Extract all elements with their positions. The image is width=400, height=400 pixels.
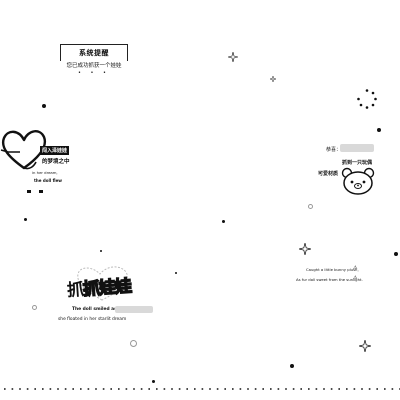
big-title: 抓抓娃娃 <box>66 272 132 301</box>
notice-title: 系统提醒 <box>76 48 112 58</box>
loading-dots-icon <box>357 89 377 109</box>
decor-dot <box>24 218 27 221</box>
sparkle-icon <box>228 52 238 62</box>
recipient-placeholder <box>340 144 374 152</box>
decor-dot <box>308 204 313 209</box>
left-tag-1: 闯入泽娃娃 <box>40 146 70 155</box>
cute-text: 可爱材质 <box>318 171 339 177</box>
heart-doodle-icon <box>0 130 47 170</box>
notice-frame <box>60 44 128 61</box>
recipient-label: 恭喜： <box>326 147 342 153</box>
big-title-first: 抓 <box>66 279 84 301</box>
big-title-rest: 抓娃娃 <box>82 276 133 301</box>
title-caption-1: The doll smiled as <box>72 307 117 312</box>
decor-dot <box>222 220 225 223</box>
title-caption-placeholder <box>115 306 153 313</box>
sparkle-icon <box>270 76 276 82</box>
left-line-2: the doll flew <box>34 178 62 183</box>
decor-dot <box>42 104 46 108</box>
right-note-1: Caught a little bunny plush, <box>306 267 359 272</box>
decor-dot <box>377 128 381 132</box>
decor-dot <box>175 272 177 274</box>
sparkle-icon <box>299 243 311 255</box>
decor-dot <box>32 305 37 310</box>
sparkle-icon <box>359 340 371 352</box>
warning-icon: ⚠ <box>353 275 358 281</box>
notice-message: 您已成功抓获一个娃娃 <box>66 63 122 69</box>
left-line-1: in her dream, <box>32 170 58 175</box>
dotted-baseline <box>4 388 400 390</box>
bear-face-icon <box>341 167 375 195</box>
warning-icon: ⚠ <box>353 265 358 271</box>
left-tag-2: 的梦境之中 <box>42 159 70 165</box>
notice-dots: • • • <box>77 70 111 76</box>
right-note-2: As fur doll sweet from the sunlight. <box>296 277 363 282</box>
decor-dot <box>100 250 102 252</box>
caught-text: 抓到一只玩偶 <box>342 160 373 166</box>
double-dash-mark <box>27 190 31 193</box>
decor-dot <box>290 364 294 368</box>
system-notice: 系统提醒 您已成功抓获一个娃娃 • • • <box>60 40 128 76</box>
title-caption-2: she floated in her starlit dream <box>58 317 127 322</box>
decor-dot <box>394 252 398 256</box>
double-dash-mark <box>39 190 43 193</box>
title-heart-outline <box>77 266 128 301</box>
decor-dot <box>152 380 155 383</box>
decor-dot <box>130 340 137 347</box>
